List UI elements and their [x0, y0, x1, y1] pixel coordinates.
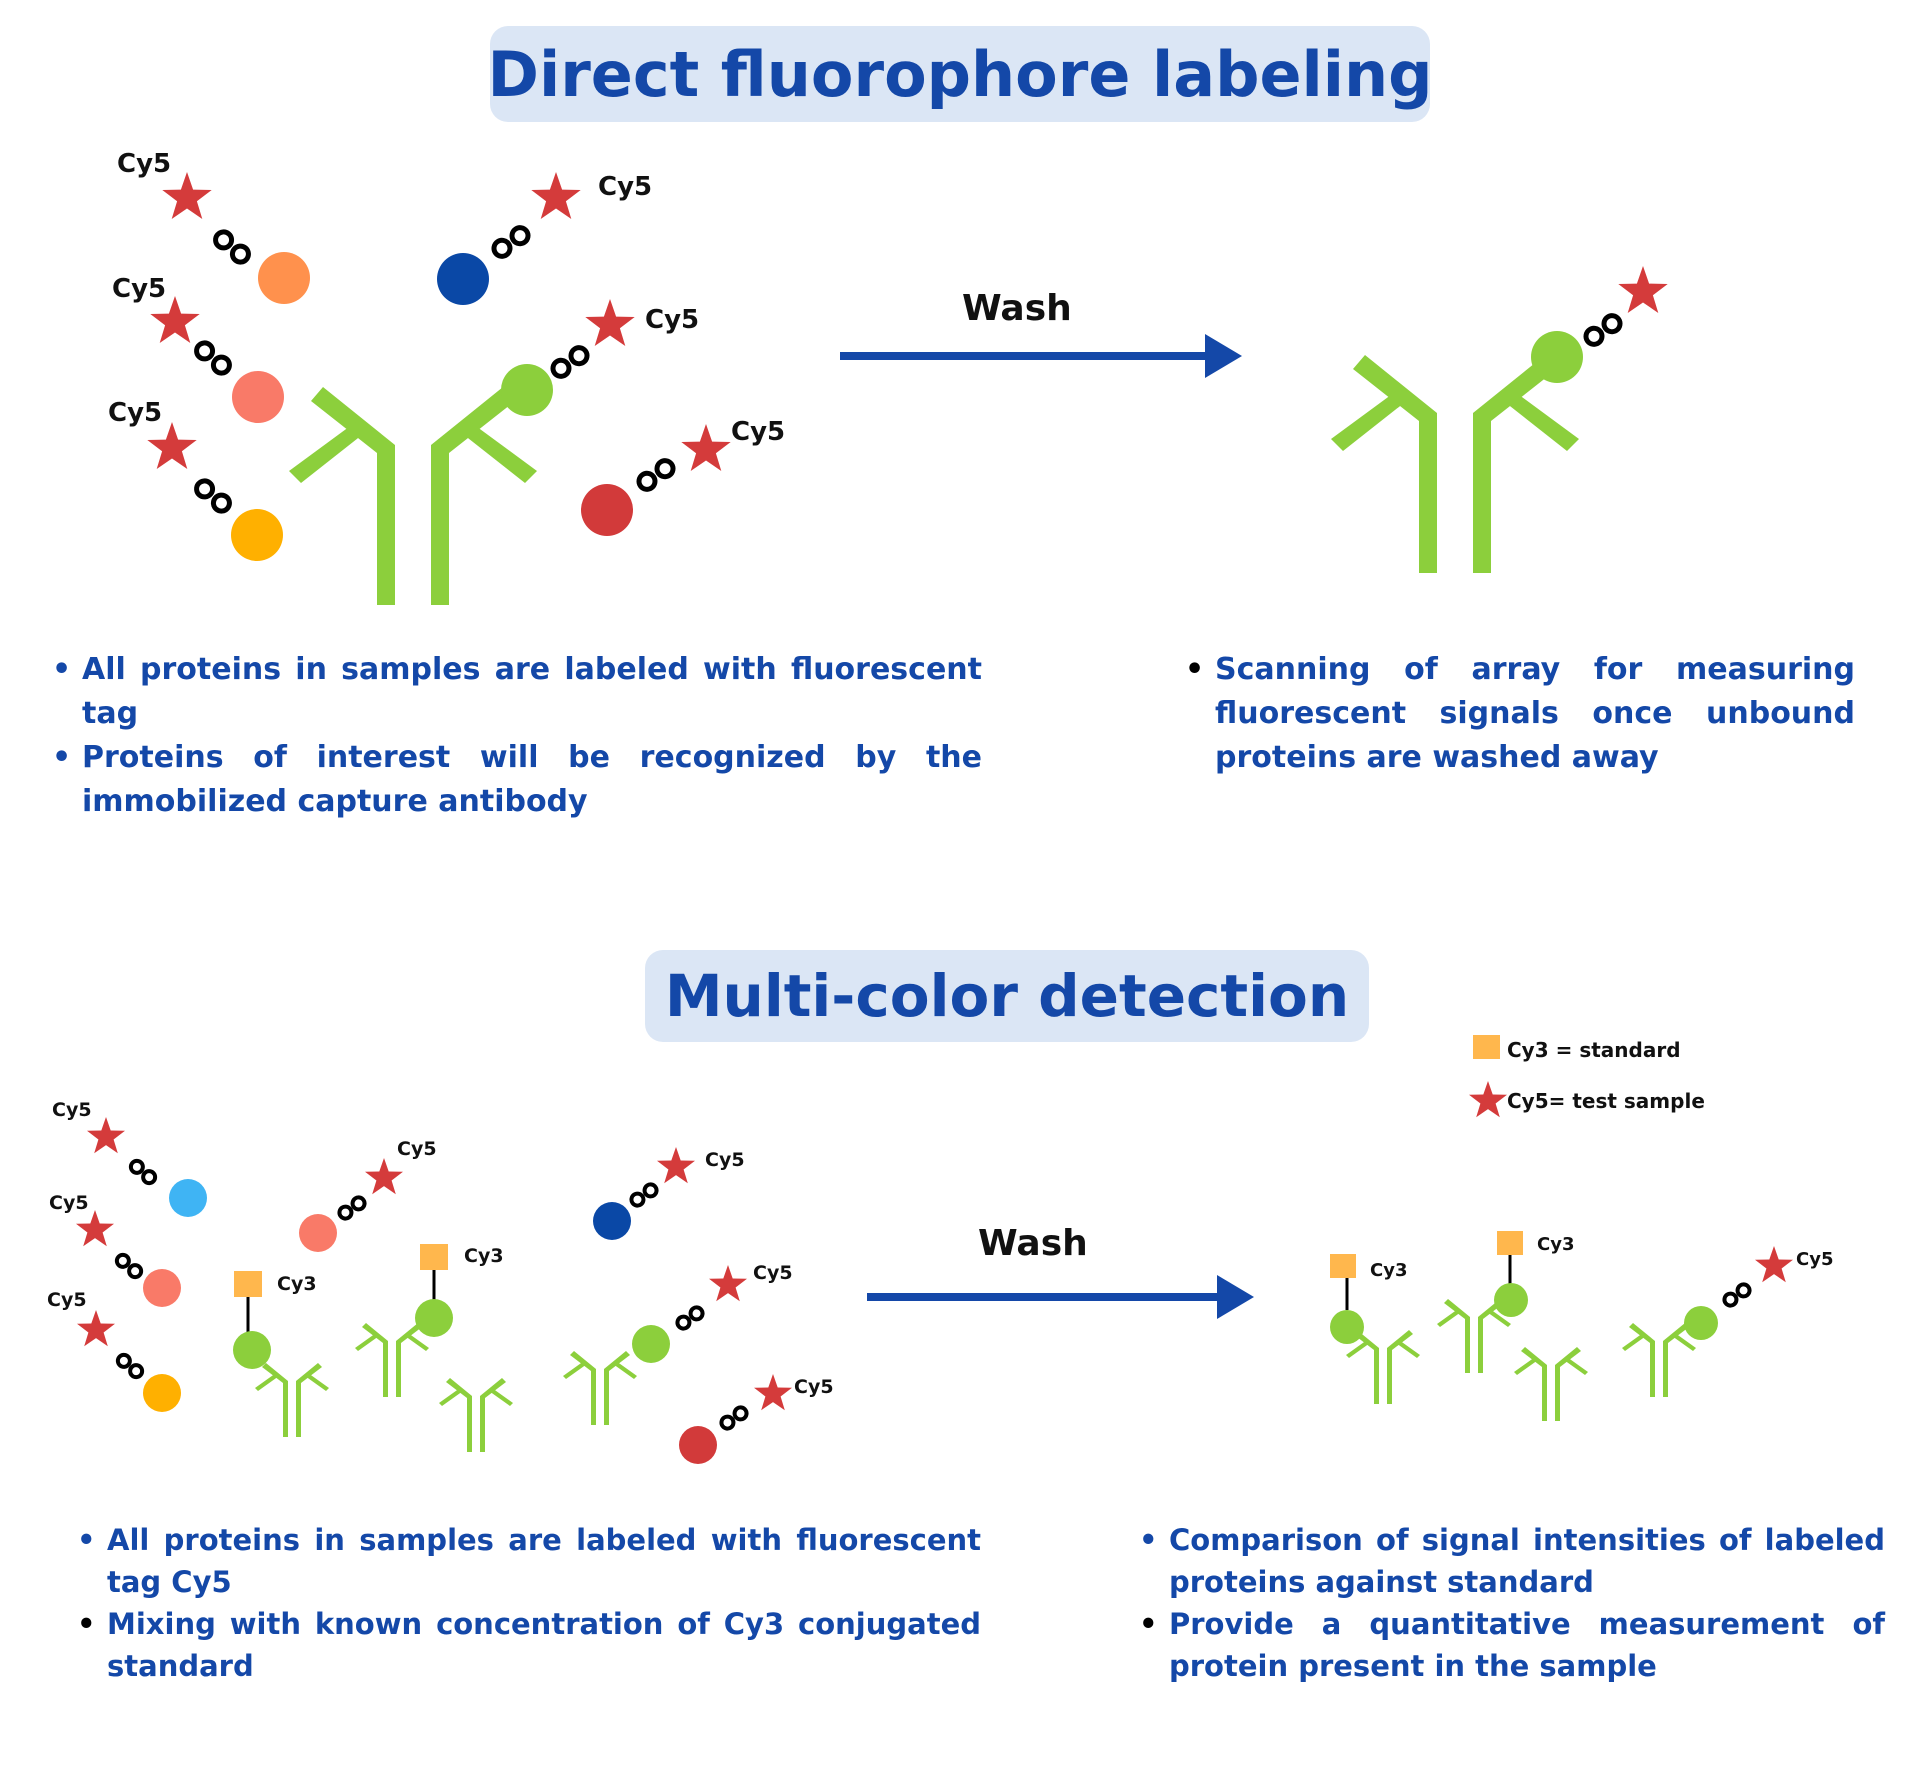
labeled-protein-green-bound	[501, 299, 635, 416]
cy5-label: Cy5	[794, 1376, 834, 1398]
bound-protein-after-wash	[1531, 266, 1668, 383]
capture-antibody-after-wash	[1346, 1330, 1420, 1404]
cy5-label: Cy5	[49, 1192, 89, 1214]
labeled-protein-blue	[593, 1147, 695, 1240]
capture-antibody	[255, 1363, 329, 1437]
labeled-protein-blue	[437, 172, 581, 305]
cy3-label: Cy3	[464, 1245, 504, 1267]
cy5-label: Cy5	[731, 417, 785, 447]
capture-antibody	[439, 1378, 513, 1452]
cy3-standard-bound	[233, 1271, 271, 1369]
cy5-label: Cy5	[397, 1138, 437, 1160]
cy3-standard-bound	[415, 1244, 453, 1337]
multicolor-left-bullets: All proteins in samples are labeled with…	[75, 1519, 981, 1687]
cy5-label: Cy5	[753, 1262, 793, 1284]
cy5-label: Cy5	[1796, 1249, 1833, 1270]
cy3-label: Cy3	[1370, 1260, 1407, 1281]
cy3-standard-after-wash	[1330, 1254, 1364, 1344]
cy5-sample-after-wash	[1684, 1246, 1793, 1340]
capture-antibody-after-wash	[1331, 355, 1579, 573]
cy5-label: Cy5	[598, 172, 652, 202]
labeled-protein-yellow	[147, 422, 283, 561]
wash-arrow-2	[867, 1275, 1254, 1319]
cy3-label: Cy3	[1537, 1234, 1574, 1255]
direct-labeling-right-bullets: Scanning of array for measuring fluoresc…	[1183, 648, 1855, 780]
wash-label-2: Wash	[978, 1223, 1088, 1264]
wash-arrow-1	[840, 334, 1242, 378]
title-direct-labeling: Direct fluorophore labeling	[487, 26, 1433, 122]
labeled-protein-salmon	[150, 296, 284, 423]
capture-antibody	[563, 1351, 637, 1425]
labeled-protein-lightblue	[87, 1117, 207, 1217]
title-direct-labeling-text: Direct fluorophore labeling	[487, 37, 1433, 111]
bullet-item: All proteins in samples are labeled with…	[50, 648, 982, 736]
cy5-sample-bound	[632, 1265, 747, 1363]
bullet-item: Mixing with known concentration of Cy3 c…	[75, 1603, 981, 1687]
labeled-protein-red	[581, 424, 731, 536]
cy5-label: Cy5	[645, 305, 699, 335]
cy3-standard-after-wash	[1494, 1231, 1528, 1317]
legend-cy3-text: Cy3 = standard	[1507, 1038, 1681, 1062]
multicolor-right-bullets: Comparison of signal intensities of labe…	[1137, 1519, 1885, 1687]
cy5-label: Cy5	[47, 1289, 87, 1311]
capture-antibody-after-wash	[1514, 1347, 1588, 1421]
cy5-label: Cy5	[52, 1099, 92, 1121]
labeled-protein-orange	[162, 172, 310, 304]
labeled-protein-yellow	[77, 1310, 181, 1412]
cy5-label: Cy5	[108, 398, 162, 428]
labeled-protein-salmon	[76, 1210, 181, 1307]
cy5-label: Cy5	[705, 1149, 745, 1171]
wash-label-1: Wash	[962, 288, 1072, 329]
cy3-label: Cy3	[277, 1273, 317, 1295]
bullet-item: Proteins of interest will be recognized …	[50, 736, 982, 824]
capture-antibody-after-wash	[1622, 1323, 1696, 1397]
legend	[1469, 1035, 1507, 1118]
bullet-item: Comparison of signal intensities of labe…	[1137, 1519, 1885, 1603]
cy5-label: Cy5	[117, 149, 171, 179]
legend-cy3-square	[1473, 1035, 1500, 1059]
legend-cy5-star	[1469, 1081, 1507, 1118]
title-multicolor-detection-text: Multi-color detection	[664, 962, 1350, 1030]
bullet-item: Provide a quantitative measurement of pr…	[1137, 1603, 1885, 1687]
cy5-label: Cy5	[112, 274, 166, 304]
direct-labeling-left-bullets: All proteins in samples are labeled with…	[50, 648, 982, 824]
capture-antibody	[289, 387, 537, 605]
bullet-item: All proteins in samples are labeled with…	[75, 1519, 981, 1603]
legend-cy5-text: Cy5= test sample	[1507, 1089, 1705, 1113]
labeled-protein-salmon-2	[299, 1158, 403, 1252]
labeled-protein-red	[679, 1374, 792, 1464]
capture-antibody	[355, 1323, 429, 1397]
title-multicolor-detection: Multi-color detection	[645, 950, 1369, 1042]
bullet-item: Scanning of array for measuring fluoresc…	[1183, 648, 1855, 780]
